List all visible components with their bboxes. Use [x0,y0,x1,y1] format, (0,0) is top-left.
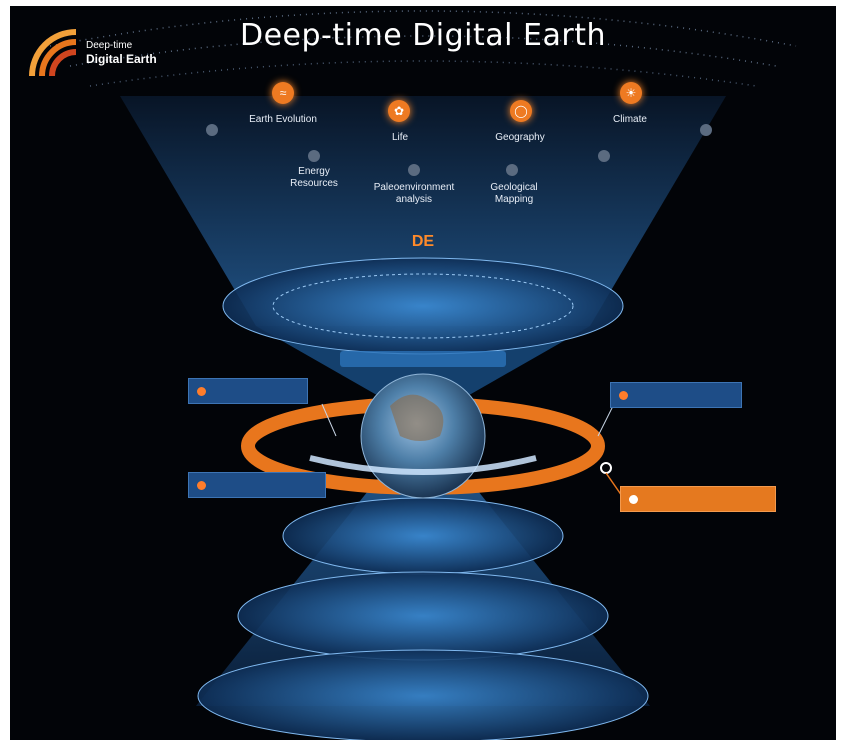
climate-icon: ☀ [620,82,642,104]
geography-icon: ◯ [510,100,532,122]
upper-beam [120,96,726,326]
box-right-bottom[interactable] [620,486,776,512]
lower-disk-2 [237,571,609,661]
logo-line2: Digital Earth [86,52,157,66]
upper-disk [222,257,624,355]
box-left-top[interactable] [188,378,308,404]
dot-arc [89,60,757,87]
node-icon [598,150,610,162]
node-icon [408,164,420,176]
orange-dot-icon [197,481,206,490]
logo-line1: Deep-time [86,40,133,51]
dot-arc [49,10,797,47]
node-icon [506,164,518,176]
orange-dot-icon [197,387,206,396]
diagram-graphics [49,10,797,740]
lower-disk-3 [197,649,649,740]
topic-geography: Geography [495,132,545,143]
diagram-canvas: Deep-time Digital Earth Deep-time Digita… [10,6,836,740]
upper-banner-bg [340,351,506,367]
page-title: Deep-time Digital Earth [240,18,606,53]
node-icon [206,124,218,136]
dot-arc [69,35,777,67]
orange-dot-icon [619,391,628,400]
ddE-logo-arcs-icon [29,29,77,77]
box-right-top[interactable] [610,382,742,408]
node-icon [700,124,712,136]
evolution-icon: ≈ [272,82,294,104]
node-icon [308,150,320,162]
logo: Deep-time Digital Earth [24,18,174,88]
life-icon: ✿ [388,100,410,122]
de-center-icon: DE [411,233,435,250]
lower-disk-1 [282,497,564,575]
white-dot-icon [629,495,638,504]
topic-climate: Climate [613,114,647,125]
inner-band [309,455,537,475]
box-left-bottom[interactable] [188,472,326,498]
topic-earth-evolution: Earth Evolution [249,114,317,125]
topic-life: Life [391,132,409,143]
